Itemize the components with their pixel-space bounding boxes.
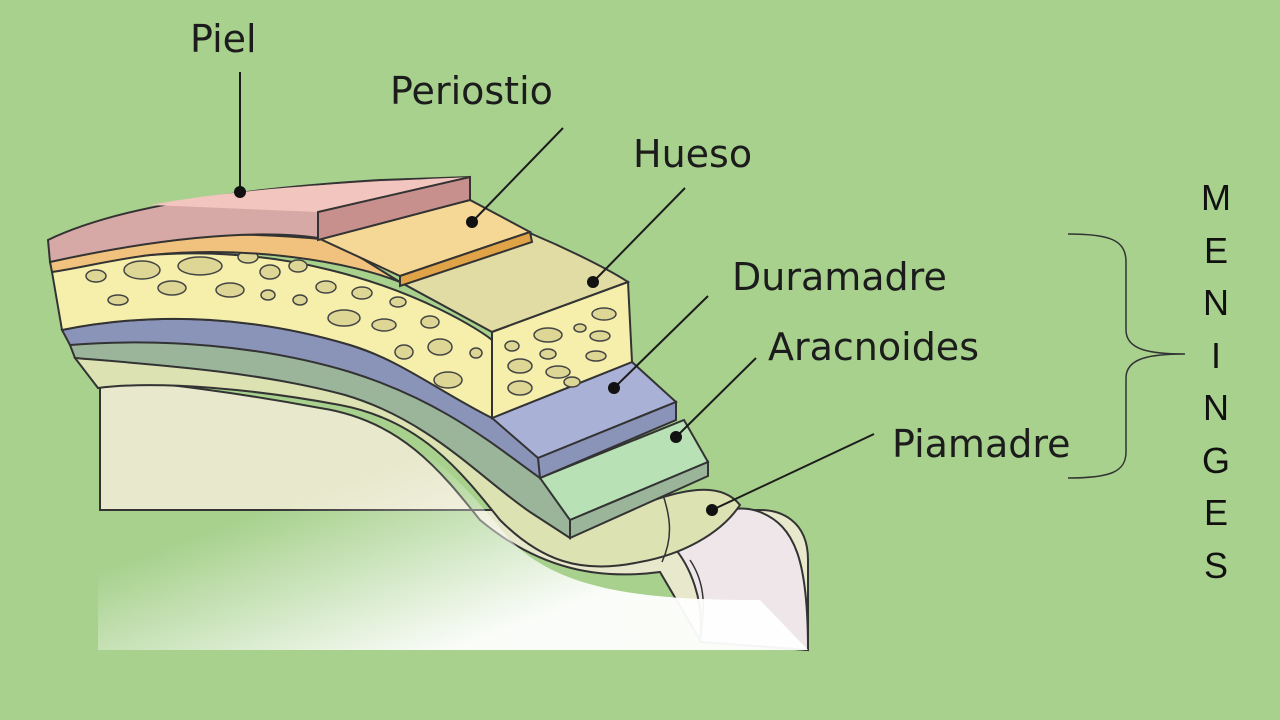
meninges-letter: M — [1201, 177, 1231, 218]
meninges-letter: N — [1203, 387, 1229, 428]
label-periostio: Periostio — [390, 69, 553, 113]
meninges-letter: G — [1201, 439, 1230, 481]
label-piamadre: Piamadre — [892, 422, 1071, 466]
meninges-letter: E — [1203, 492, 1228, 533]
meninges-brace — [1067, 233, 1186, 479]
label-duramadre: Duramadre — [732, 255, 947, 299]
meninges-letter: N — [1203, 282, 1229, 323]
meninges-letter: I — [1210, 334, 1221, 376]
meninges-vertical-label: M E N I N G E S — [1196, 172, 1236, 592]
piel-block-front — [317, 175, 471, 242]
label-aracnoides: Aracnoides — [768, 325, 979, 369]
hueso-spongy-holes — [85, 250, 617, 396]
piel-block-top — [150, 177, 470, 212]
leader-lines — [239, 72, 875, 511]
meninges-letter: S — [1203, 544, 1228, 586]
label-piel: Piel — [190, 17, 257, 61]
leader-dots — [234, 186, 718, 516]
meninges-letter: E — [1203, 229, 1228, 271]
label-hueso: Hueso — [633, 132, 753, 176]
